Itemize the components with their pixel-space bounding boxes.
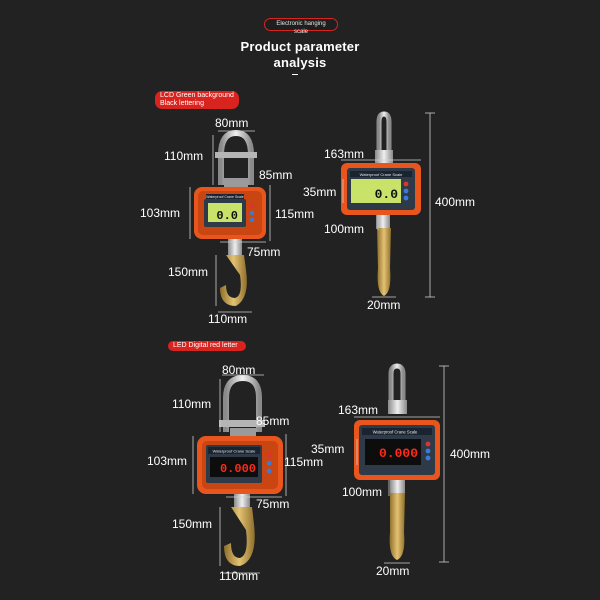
dim-total-height: 400mm <box>450 447 491 461</box>
dim-case-width: 163mm <box>338 403 379 417</box>
title-dash <box>292 74 298 75</box>
top-hook-icon <box>388 363 406 402</box>
led-reading: 0.000 <box>220 462 256 476</box>
dim-case-depth: 85mm <box>256 414 290 428</box>
lcd-badge-line2: Black lettering <box>160 100 204 107</box>
hook-icon <box>224 507 255 566</box>
lcd-variant-badge: LCD Green background Black lettering <box>155 91 239 109</box>
dim-shackle-width: 80mm <box>222 363 256 377</box>
led-variant-badge: LED Digital red letter <box>168 341 246 351</box>
led-side-dim-lines <box>192 374 287 574</box>
device-label: Waterproof Crane Scale <box>360 172 404 177</box>
led-reading: 0.000 <box>379 446 418 461</box>
dim-case-width: 163mm <box>324 147 365 161</box>
dim-hook-width: 110mm <box>208 312 248 326</box>
lcd-reading: 0.0 <box>216 209 238 223</box>
shackle-icon <box>223 374 262 432</box>
dim-shackle-height: 110mm <box>172 397 212 411</box>
led-side-view: Waterproof Crane Scale 0.000 <box>197 374 283 566</box>
dim-hook-width: 110mm <box>219 569 259 583</box>
dim-hook-throat: 20mm <box>367 298 401 312</box>
dim-hook-height: 150mm <box>172 517 213 531</box>
lcd-front-view: Waterproof Crane Scale 0.0 <box>341 111 435 298</box>
lcd-reading: 0.0 <box>375 187 399 202</box>
dim-case-depth: 85mm <box>259 168 293 182</box>
hook-icon <box>377 228 391 296</box>
dim-bottom-depth: 75mm <box>247 245 281 259</box>
lcd-side-view: Waterproof Crane Scale 0.0 <box>194 129 266 306</box>
led-screen <box>365 439 421 465</box>
dim-display-height: 35mm <box>311 442 345 456</box>
lcd-badge-line1: LCD Green background <box>160 92 234 99</box>
led-screen <box>210 457 258 477</box>
device-label: Waterproof Crane Scale <box>213 449 257 454</box>
lcd-screen <box>208 203 242 222</box>
dim-display-height: 35mm <box>303 185 337 199</box>
dim-case-height-left: 103mm <box>140 206 181 220</box>
page-title-line1: Product parameter <box>240 39 360 54</box>
dim-shackle-height: 110mm <box>164 149 204 163</box>
dim-case-height-right: 115mm <box>275 207 315 221</box>
shackle-icon <box>218 129 254 185</box>
device-label: Waterproof Crane Scale <box>373 430 418 435</box>
led-front-view: Waterproof Crane Scale 0.000 <box>354 363 449 564</box>
dim-case-height-right: 115mm <box>284 455 324 469</box>
dim-hook-throat: 20mm <box>376 564 410 578</box>
lcd-side-dim-lines <box>189 130 271 313</box>
page-title-line2: analysis <box>273 55 327 70</box>
hook-icon <box>389 493 405 560</box>
device-label: Waterproof Crane Scale <box>206 195 243 199</box>
top-hook-icon <box>376 111 392 152</box>
dim-total-height: 400mm <box>435 195 476 209</box>
dim-hook-height: 150mm <box>168 265 209 279</box>
dim-shackle-width: 80mm <box>215 116 249 130</box>
dim-bottom-depth: 75mm <box>256 497 290 511</box>
dim-case-bottom: 100mm <box>342 485 383 499</box>
hook-icon <box>220 255 247 306</box>
dim-case-bottom: 100mm <box>324 222 365 236</box>
dim-case-height-left: 103mm <box>147 454 188 468</box>
lcd-screen <box>351 179 401 203</box>
product-type-badge: Electronic hanging scale <box>264 18 338 35</box>
